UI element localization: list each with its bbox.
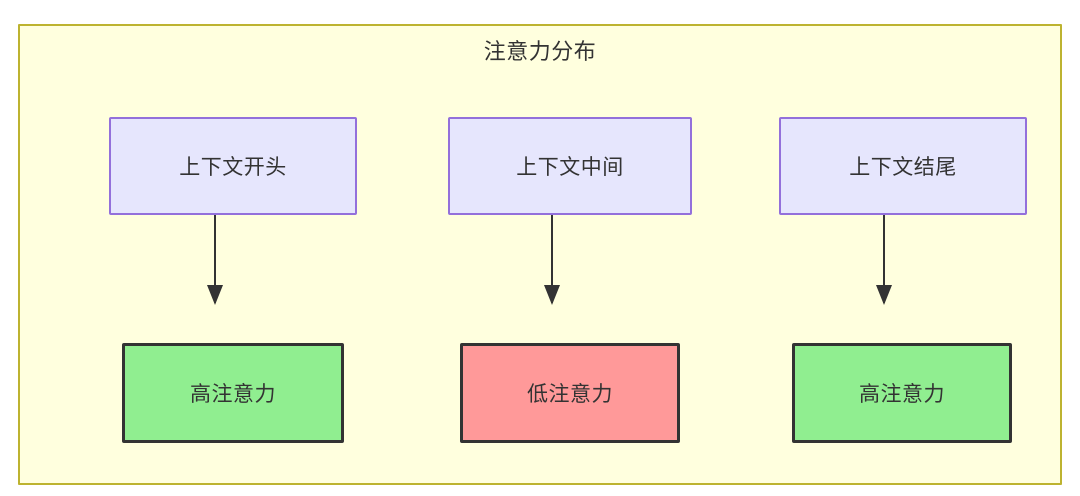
node-attn-low-label: 低注意力: [527, 383, 613, 406]
subgraph-title: 注意力分布: [483, 39, 597, 64]
node-ctx-end-label: 上下文结尾: [849, 156, 957, 179]
node-attn-high-2-label: 高注意力: [859, 383, 945, 406]
node-attn-high-1-label: 高注意力: [190, 383, 276, 406]
node-attn-high-2[interactable]: 高注意力: [792, 343, 1012, 443]
node-attn-high-1[interactable]: 高注意力: [122, 343, 344, 443]
subgraph-attention-distribution: 注意力分布 上下文开头 上下: [18, 24, 1062, 485]
node-ctx-start[interactable]: 上下文开头: [109, 117, 357, 215]
node-ctx-middle-label: 上下文中间: [516, 156, 624, 179]
node-ctx-end[interactable]: 上下文结尾: [779, 117, 1027, 215]
node-ctx-middle[interactable]: 上下文中间: [448, 117, 692, 215]
node-ctx-start-label: 上下文开头: [179, 156, 287, 179]
node-attn-low[interactable]: 低注意力: [460, 343, 680, 443]
